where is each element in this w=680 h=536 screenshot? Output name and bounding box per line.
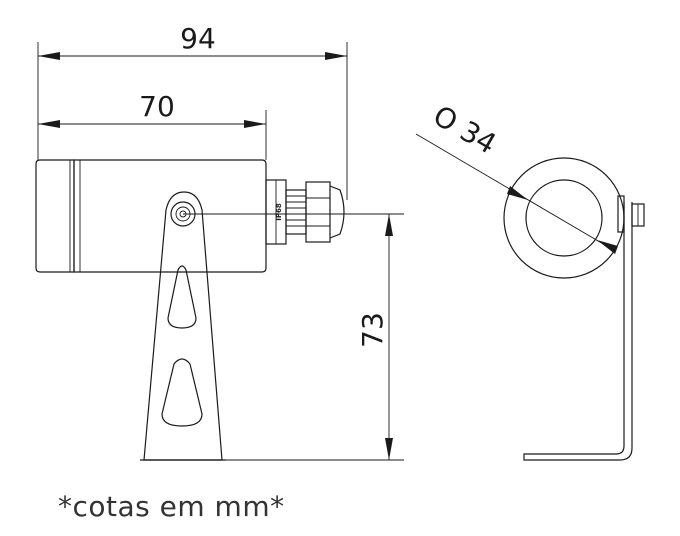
- dimension-body-length: 70: [38, 90, 267, 160]
- thread-section: [285, 189, 307, 235]
- dimension-height-label: 73: [356, 312, 389, 348]
- dimension-overall-length: 94: [37, 22, 348, 200]
- lamp-end-view: [503, 157, 645, 461]
- body-marking: IP68: [275, 203, 283, 221]
- mounting-bracket: [140, 191, 226, 461]
- units-note: *cotas em mm*: [58, 490, 285, 523]
- dimension-body-length-label: 70: [139, 90, 175, 123]
- end-view-lens: [525, 179, 603, 257]
- lamp-body-side-view: IP68: [35, 159, 345, 273]
- dimension-diameter: O 34: [415, 99, 618, 254]
- dimension-overall-length-label: 94: [180, 22, 216, 55]
- cable-gland: [305, 181, 345, 243]
- dimension-diameter-label: O 34: [428, 99, 502, 161]
- end-view-outer-ring: [503, 157, 625, 279]
- dimension-height: 73: [183, 213, 404, 461]
